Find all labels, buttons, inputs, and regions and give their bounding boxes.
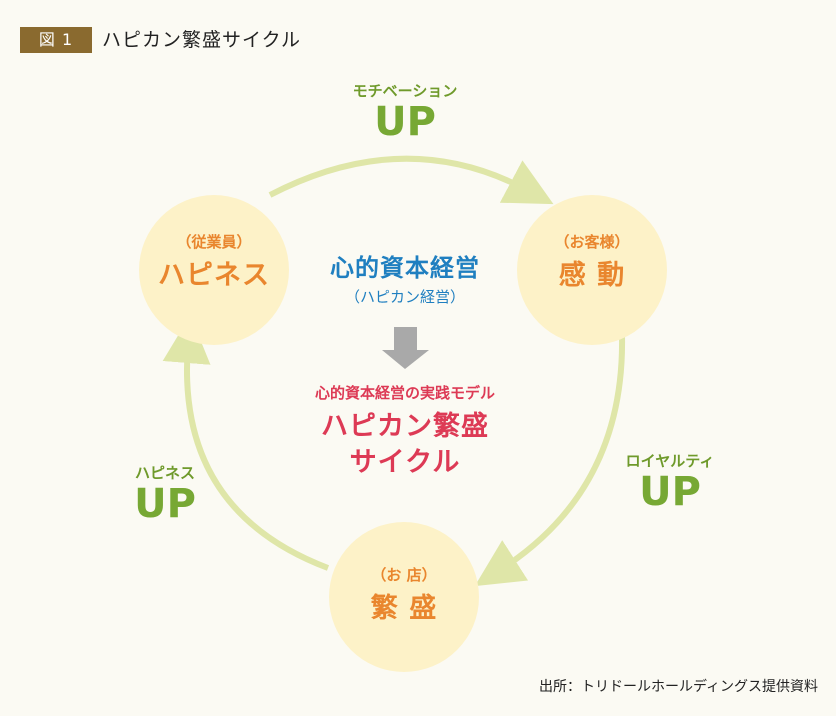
arrow-left <box>162 315 330 571</box>
arrow-top-label: モチベーション UP <box>315 80 495 143</box>
node-customer-main: 感 動 <box>558 260 626 291</box>
figure-title: ハピカン繁盛サイクル <box>102 29 302 51</box>
arrow-right-caption: ロイヤルティ <box>625 452 715 470</box>
node-employee-sub: （従業員） <box>176 233 252 251</box>
node-store-main: 繁 盛 <box>370 593 438 624</box>
arrow-right-up: UP <box>639 469 701 515</box>
arrow-right <box>474 334 626 587</box>
node-employee-main: ハピネス <box>158 260 270 291</box>
cycle-name-line1: ハピカン繁盛 <box>321 411 489 442</box>
arrow-left-caption: ハピネス <box>134 464 195 482</box>
arrow-top-up: UP <box>374 99 436 145</box>
figure-number-tag: 図 1 <box>20 27 92 53</box>
arrow-top <box>268 155 554 205</box>
node-store-sub: （お 店） <box>371 566 437 584</box>
arrow-left-up: UP <box>134 481 196 527</box>
center-subtitle: （ハピカン経営） <box>344 288 465 306</box>
node-customer-sub: （お客様） <box>554 233 630 251</box>
center-title: 心的資本経営 <box>330 254 480 282</box>
arrow-right-label: ロイヤルティ UP <box>590 450 750 513</box>
arrow-top-caption: モチベーション <box>352 82 458 100</box>
node-store: （お 店） 繁 盛 <box>329 522 479 672</box>
node-employee: （従業員） ハピネス <box>139 195 289 345</box>
cycle-name-line2: サイクル <box>349 447 461 478</box>
model-label: 心的資本経営の実践モデル <box>314 384 495 402</box>
source-note: 出所：トリドールホールディングス提供資料 <box>538 679 818 695</box>
arrow-left-label: ハピネス UP <box>95 462 235 525</box>
down-arrow-icon <box>382 327 429 369</box>
node-customer: （お客様） 感 動 <box>517 195 667 345</box>
